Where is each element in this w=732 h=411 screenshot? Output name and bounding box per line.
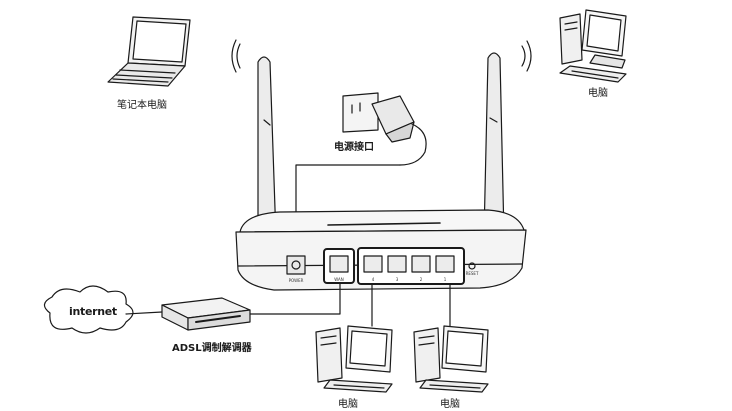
port-label-lan-4: 4 — [372, 277, 375, 282]
label-power-port: 电源接口 — [334, 142, 374, 153]
router-wan-port — [323, 248, 355, 284]
label-pc-bottom-left: 电脑 — [338, 399, 358, 410]
port-label-lan-2: 2 — [420, 277, 423, 282]
cable-modem-wan — [249, 282, 341, 315]
router-power-port — [286, 255, 306, 275]
antenna-right-icon — [483, 52, 505, 237]
label-internet: internet — [69, 305, 117, 318]
internet-cloud-icon — [43, 285, 134, 334]
port-label-lan-1: 1 — [444, 277, 447, 282]
desktop-pc-bottom-right-icon — [413, 325, 489, 393]
desktop-pc-top-right-icon — [559, 9, 627, 83]
label-adsl-modem: ADSL调制解调器 — [172, 343, 252, 354]
router-reset-button — [468, 262, 476, 270]
wall-outlet-icon — [342, 92, 379, 133]
wifi-waves-right-icon — [521, 40, 532, 72]
label-laptop: 笔记本电脑 — [117, 100, 167, 111]
antenna-left-icon — [257, 56, 277, 239]
adsl-modem-icon — [161, 297, 251, 331]
router-lan-ports — [357, 247, 465, 285]
port-label-reset: RESET — [466, 271, 479, 276]
port-label-wan: WAN — [334, 277, 343, 282]
desktop-pc-bottom-left-icon — [315, 325, 393, 393]
power-adapter-icon — [371, 95, 427, 166]
label-pc-top-right: 电脑 — [588, 88, 608, 99]
port-label-lan-3: 3 — [396, 277, 399, 282]
laptop-icon — [107, 16, 191, 87]
cable-internet-modem — [125, 311, 163, 315]
wifi-waves-left-icon — [231, 39, 241, 73]
label-pc-bottom-right: 电脑 — [440, 399, 460, 410]
port-label-power: POWER — [289, 278, 304, 283]
